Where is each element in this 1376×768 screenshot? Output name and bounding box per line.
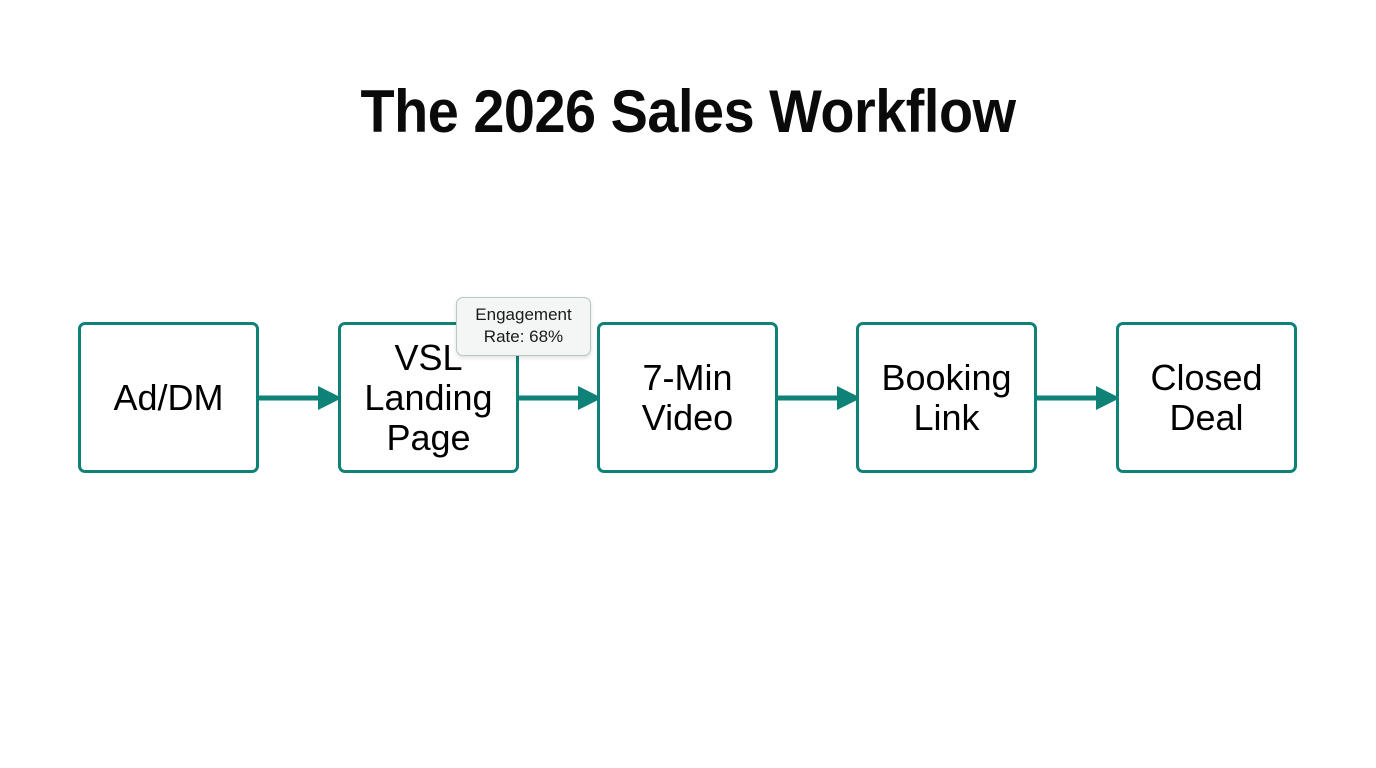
flow-node-closed-deal[interactable]: Closed Deal [1116,322,1297,473]
tooltip-line-2: Rate: 68% [483,327,564,346]
connector-booking-to-closed [1034,382,1120,414]
page-title: The 2026 Sales Workflow [360,78,1016,145]
arrow-icon [775,386,861,410]
arrow-icon [1034,386,1120,410]
flow-node-label: 7-Min Video [641,356,734,438]
flow-node-label: Closed Deal [1150,356,1263,438]
arrow-icon [256,386,342,410]
flow-node-label: Ad/DM [113,376,224,418]
connector-video-to-booking [775,382,861,414]
flow-node-label: VSL Landing Page [364,336,493,458]
tooltip-line-1: Engagement [475,305,572,324]
flow-node-booking-link[interactable]: Booking Link [856,322,1037,473]
connector-vsl-to-video [516,382,602,414]
tooltip-engagement-rate: Engagement Rate: 68% [456,297,591,356]
flow-node-label: Booking Link [881,356,1012,438]
connector-ad-dm-to-vsl [256,382,342,414]
flow-node-ad-dm[interactable]: Ad/DM [78,322,259,473]
arrow-icon [516,386,602,410]
flow-node-7-min-video[interactable]: 7-Min Video [597,322,778,473]
